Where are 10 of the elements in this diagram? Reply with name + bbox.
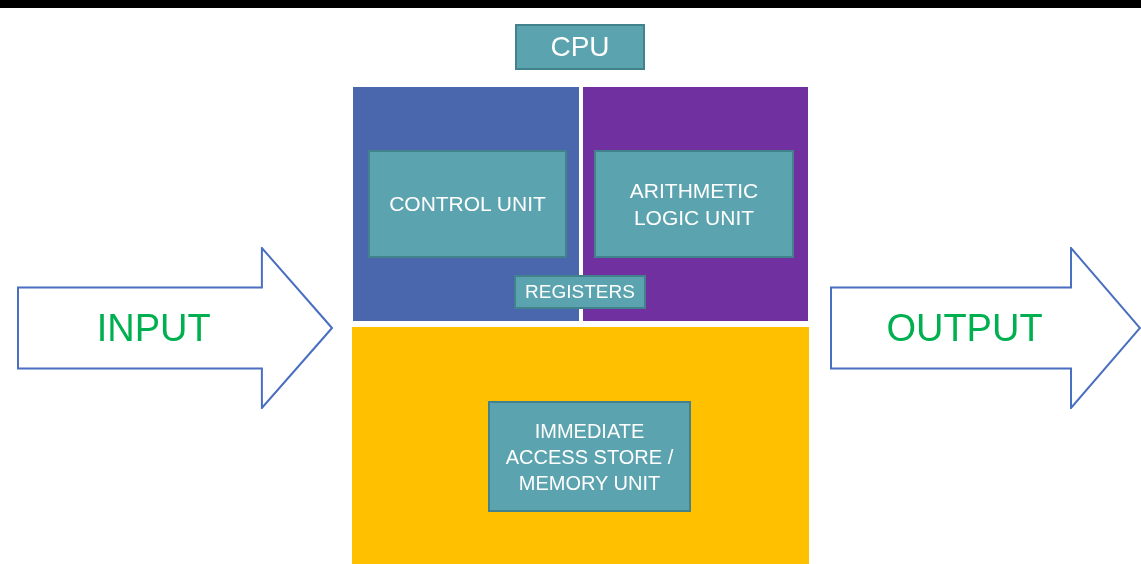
output-arrow — [830, 247, 1141, 409]
unit-box: CONTROL UNIT — [368, 150, 567, 258]
arrow-label: OUTPUT — [886, 306, 1043, 350]
arrow-label: INPUT — [96, 306, 211, 350]
panel — [352, 327, 809, 564]
input-arrow — [17, 247, 333, 409]
title-box: CPU — [515, 24, 645, 70]
unit-box: IMMEDIATE ACCESS STORE / MEMORY UNIT — [488, 401, 691, 512]
unit-box: REGISTERS — [514, 275, 646, 309]
unit-box: ARITHMETIC LOGIC UNIT — [594, 150, 794, 258]
